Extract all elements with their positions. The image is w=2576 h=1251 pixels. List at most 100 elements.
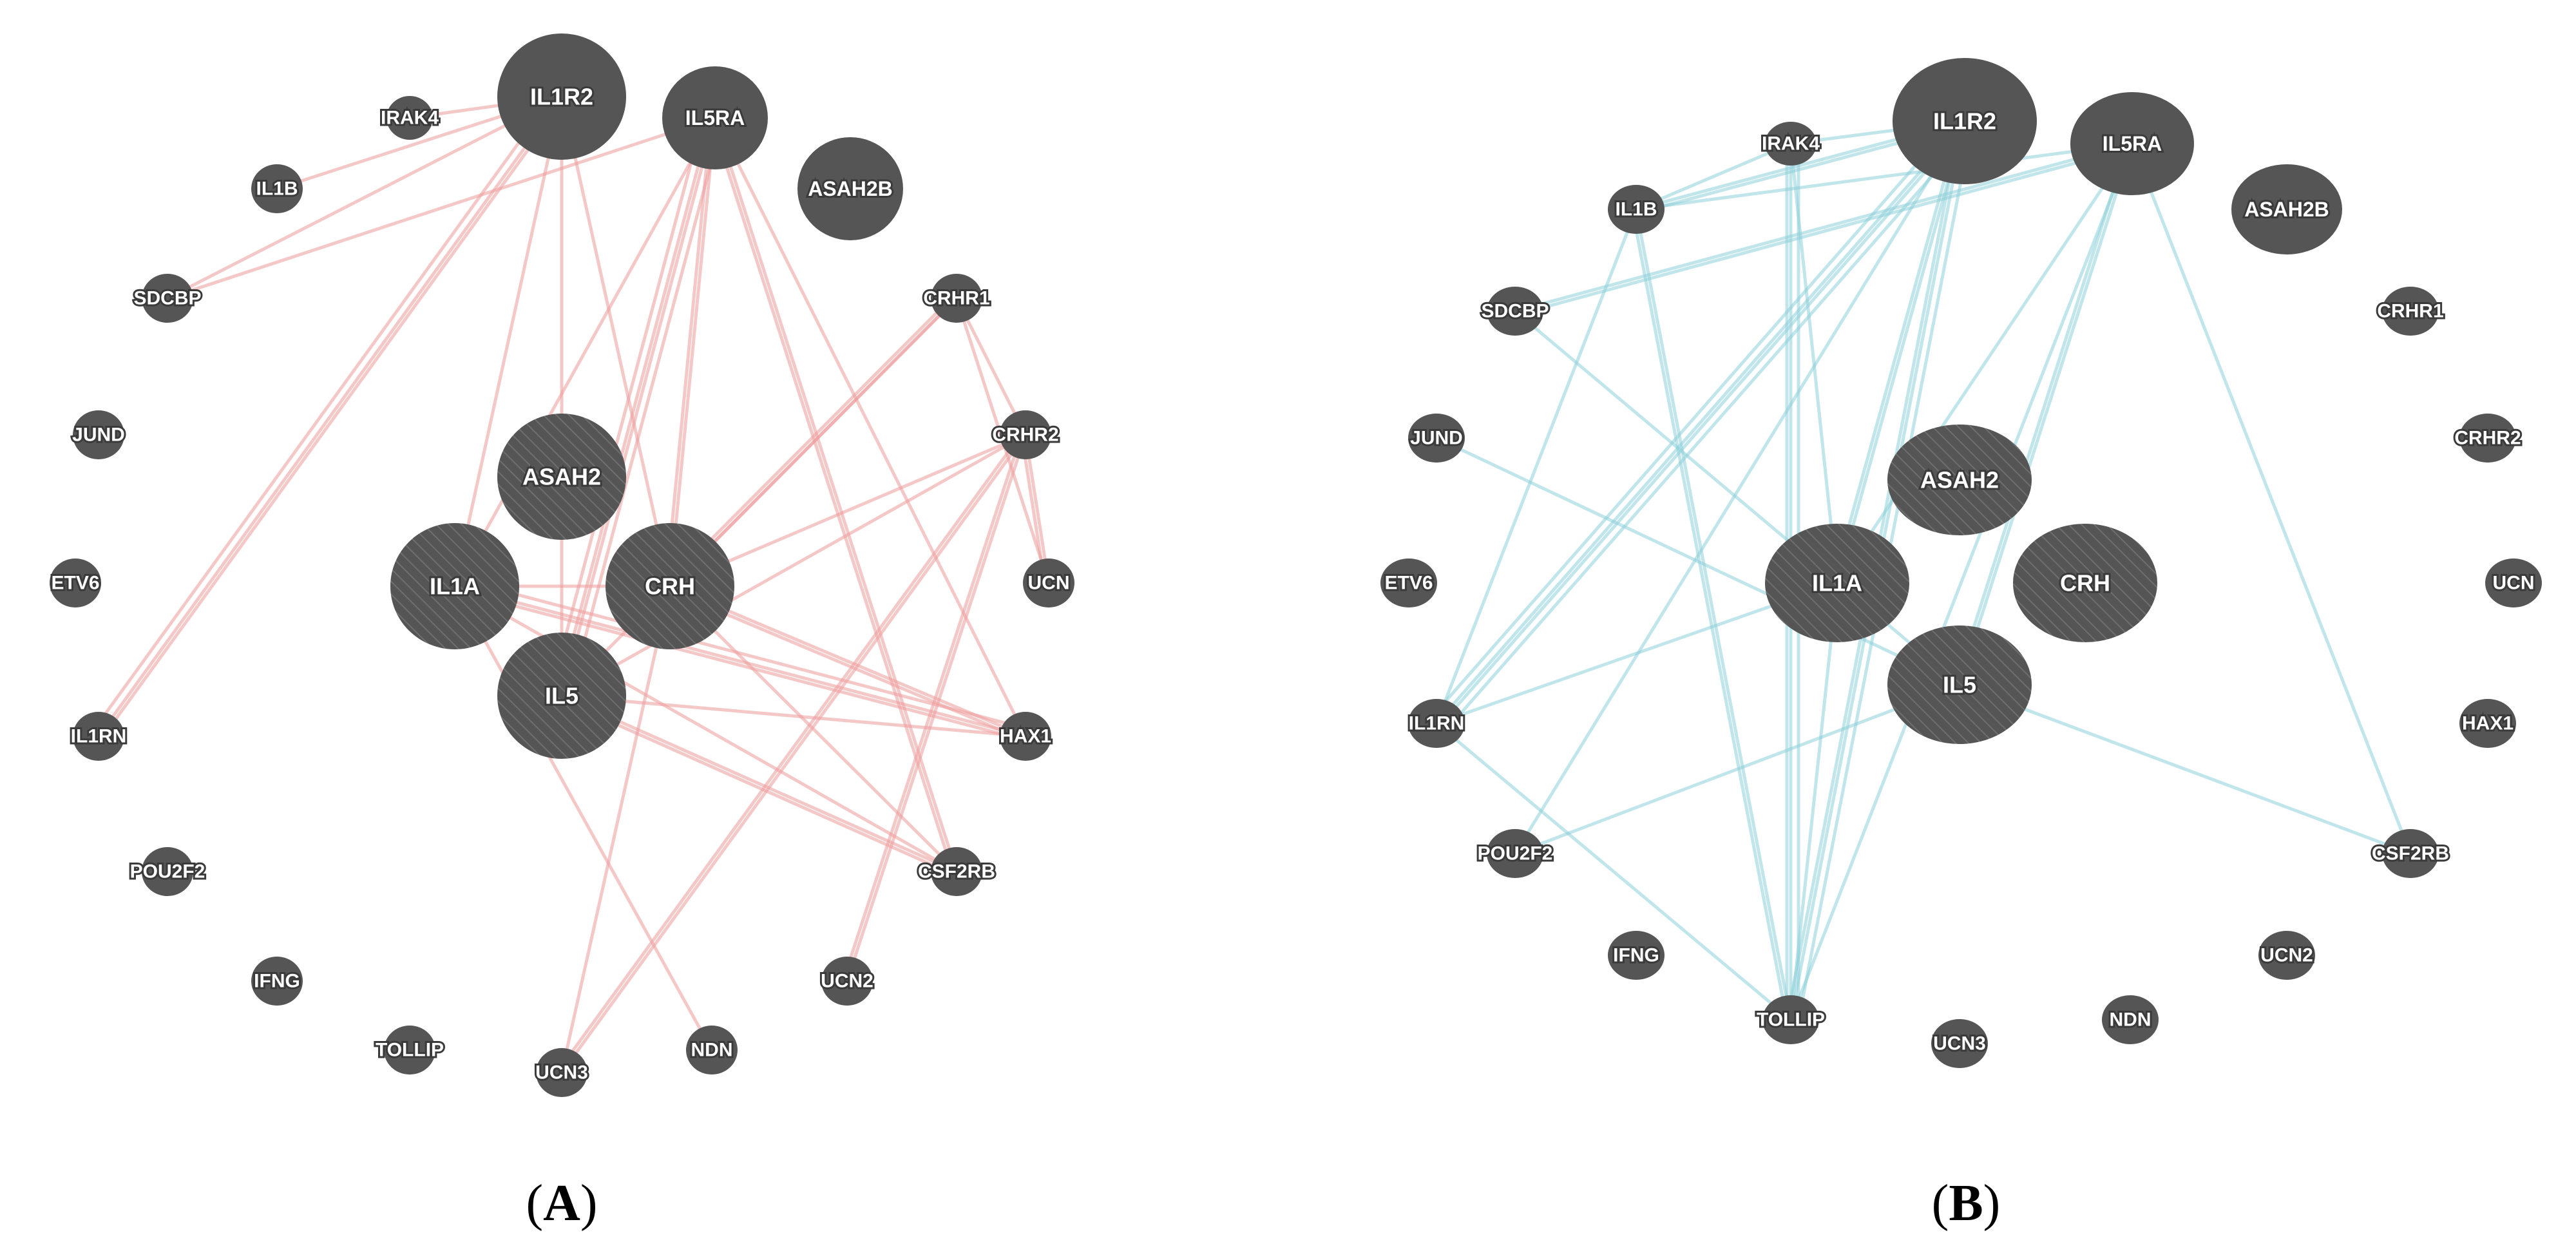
node-label: UCN3 [535,1062,588,1084]
edge-il5ra-il5 [556,115,713,696]
node-label: JUND [72,425,125,446]
node-circle [931,847,982,896]
node-label: ASAH2 [1920,467,1999,493]
edge-il5-hax1 [560,694,1027,738]
node-pou2f2: POU2F2 [128,847,207,896]
edge-il5-csf2rb [560,694,959,874]
node-jund: JUND [1408,414,1465,463]
node-csf2rb: CSF2RB [916,847,997,896]
edge-il1r2-pou2f2 [1513,119,1967,855]
edge-il5ra-il1a [453,116,717,588]
node-circle [73,712,124,761]
node-il5: IL5 [497,633,626,759]
node-crhr2: CRHR2 [990,410,1061,459]
node-asah2b: ASAH2B [797,137,903,240]
edge-il5-csf2rb [558,697,957,877]
node-label: ASAH2 [522,464,601,490]
node-label: IL5RA [685,106,745,129]
node-circle [251,164,303,213]
edge-il1rn-il1r2 [1435,119,1967,725]
network-panel-a: IL1R2IL5RAASAH2BIRAK4IL1BSDCBPJUNDETV6IL… [49,33,1074,1232]
edge-il1b-il5ra [1634,142,2134,211]
edge-il1a-hax1 [453,584,1027,738]
node-circle [142,274,193,323]
node-label: NDN [691,1040,733,1061]
node-circle [384,1026,435,1074]
node-circle [536,1048,587,1097]
node-il1rn: IL1RN [69,712,128,761]
node-hax1: HAX1 [2459,699,2516,748]
node-asah2b: ASAH2B [2231,164,2342,254]
node-circle [2485,559,2542,607]
node-label: IL1RN [1409,713,1465,734]
node-tollip: TOLLIP [1755,995,1827,1044]
node-layer: IL1R2IL5RAASAH2BIRAK4IL1BSDCBPJUNDETV6IL… [1380,58,2542,1068]
node-label: UCN2 [821,971,873,992]
node-circle [142,847,193,896]
edge-il1rn-il1r2 [90,90,557,734]
edge-il1b-tollip [1630,208,1789,1022]
node-label: IFNG [1613,945,1659,966]
edge-il1a-csf2rb [453,584,959,874]
node-ucn3: UCN3 [1931,1019,1988,1068]
edge-il1rn-il1r2 [1429,114,1961,720]
node-circle [2070,92,2194,195]
edge-il1a-hax1 [455,577,1029,731]
node-layer: IL1R2IL5RAASAH2BIRAK4IL1BSDCBPJUNDETV6IL… [49,33,1074,1097]
edge-crhr2-il5 [560,433,1027,698]
node-circle [606,523,734,649]
node-label: ASAH2B [2244,198,2329,221]
caption-letter: A [543,1175,580,1232]
node-tollip: TOLLIP [374,1026,446,1074]
node-crhr1: CRHR1 [2375,287,2446,336]
node-label: SDCBP [1481,301,1549,322]
node-circle [797,137,903,240]
edge-crhr1-crh [665,294,956,586]
node-label: UCN3 [1933,1033,1986,1055]
node-label: ASAH2B [808,177,893,200]
edge-crhr1-crhr2 [955,296,1027,437]
node-circle [662,66,768,169]
edge-il5-pou2f2 [1513,683,1961,855]
node-label: CRH [645,573,695,600]
node-label: IRAK4 [381,108,439,129]
node-ndn: NDN [2102,995,2159,1044]
edge-crhr2-ucn [1020,434,1047,586]
node-ucn2: UCN2 [819,957,875,1006]
panel-caption-b: (B) [1932,1175,2001,1232]
node-circle [2013,524,2157,642]
node-label: IL5 [545,683,578,709]
node-label: CRHR2 [992,425,1058,446]
edge-layer [1429,114,2412,1023]
edge-il5ra-il5 [1958,142,2134,687]
edge-il1rn-il1r2 [97,95,564,738]
node-circle [497,633,626,759]
edge-il5ra-il5 [560,116,717,698]
node-label: CRHR1 [923,288,989,309]
caption-open-paren: ( [1932,1175,1949,1232]
node-circle [2231,164,2342,254]
node-csf2rb: CSF2RB [2370,829,2451,878]
edge-il5ra-crh [664,115,713,587]
node-circle [1893,58,2037,184]
node-circle [1408,414,1465,463]
edge-il1a-ndn [453,584,714,1052]
node-il1r2: IL1R2 [497,33,626,160]
node-circle [73,410,124,459]
node-label: IL1B [256,178,298,200]
node-label: NDN [2110,1009,2151,1031]
node-label: CRHR1 [2377,301,2443,322]
node-circle [1608,185,1665,234]
node-label: IL1A [1812,570,1862,597]
edge-il1rn-il1r2 [1438,122,1970,728]
edge-crhr2-crh [668,433,1027,588]
node-circle [251,957,303,1006]
node-asah2: ASAH2 [1887,425,2032,535]
node-ucn: UCN [2485,559,2542,607]
edge-il1r2-il1a [1831,118,1963,584]
node-ndn: NDN [686,1026,738,1074]
node-circle [1023,559,1074,607]
node-label: IRAK4 [1762,133,1820,155]
node-label: UCN [1028,573,1070,594]
edge-il5ra-il1a [1835,142,2134,585]
